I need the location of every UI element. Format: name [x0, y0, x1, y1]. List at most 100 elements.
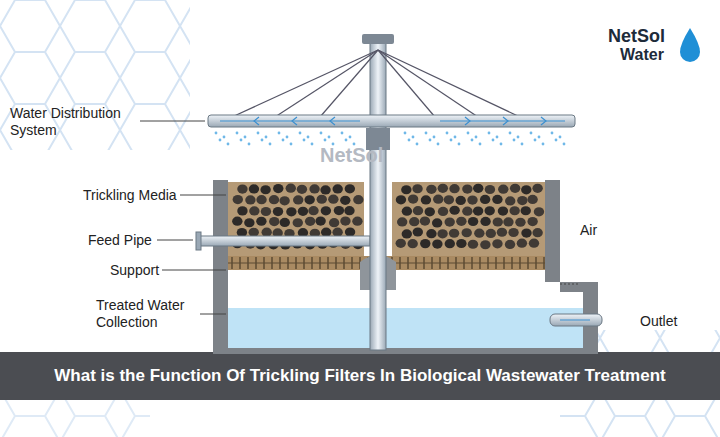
stone — [304, 195, 314, 204]
title-banner — [0, 352, 720, 400]
drop — [551, 132, 554, 135]
stone — [509, 206, 519, 215]
drop — [219, 139, 222, 142]
treated-water — [228, 308, 583, 348]
stone — [473, 184, 483, 193]
stone — [401, 185, 411, 194]
drop — [412, 136, 415, 139]
stone — [353, 195, 363, 204]
stone — [344, 206, 354, 215]
flow-head — [254, 117, 259, 125]
stone — [396, 195, 406, 204]
stone — [421, 195, 431, 204]
stone — [480, 195, 490, 204]
drop — [349, 136, 352, 139]
distribution-arm — [208, 115, 575, 127]
media-bed — [392, 182, 545, 256]
stone — [413, 227, 423, 236]
part-label: Support — [110, 262, 159, 279]
tank-floor — [213, 348, 598, 354]
spray — [215, 132, 566, 146]
stone — [261, 207, 271, 216]
air-marker — [560, 284, 578, 285]
drop — [437, 143, 440, 146]
drop — [450, 139, 453, 142]
stone — [433, 195, 443, 204]
stone — [298, 207, 308, 216]
stone — [256, 217, 266, 226]
stone — [432, 239, 442, 248]
drop — [282, 139, 285, 142]
stone — [467, 195, 477, 204]
stone — [345, 184, 355, 193]
stone — [237, 206, 247, 215]
stone — [517, 196, 527, 205]
drop — [261, 139, 264, 142]
tank-wall — [545, 180, 560, 282]
stone — [521, 228, 531, 237]
stone — [308, 206, 318, 215]
stone — [462, 207, 472, 216]
central-pipe — [370, 40, 386, 350]
drop — [479, 143, 482, 146]
drop — [257, 132, 260, 135]
drop — [429, 139, 432, 142]
stone — [329, 218, 339, 227]
stone — [527, 217, 537, 226]
stone — [334, 206, 344, 215]
pipe-cap — [362, 34, 394, 44]
stone — [456, 239, 466, 248]
drop — [324, 139, 327, 142]
watermark: NetSol — [320, 144, 383, 166]
stone — [534, 207, 544, 216]
stone — [340, 196, 350, 205]
stone — [445, 239, 455, 248]
drop — [299, 132, 302, 135]
stone — [444, 217, 454, 226]
stone — [315, 216, 325, 225]
stone — [521, 185, 531, 194]
stone — [413, 206, 423, 215]
stone — [345, 227, 355, 236]
stone — [273, 184, 283, 193]
stone — [515, 218, 525, 227]
drop — [559, 136, 562, 139]
stone — [468, 240, 478, 249]
stone — [245, 195, 255, 204]
stone — [286, 184, 296, 193]
drop — [488, 132, 491, 135]
drop — [320, 132, 323, 135]
drop — [290, 143, 293, 146]
stone — [474, 229, 484, 238]
stone — [480, 240, 490, 249]
stone — [269, 217, 279, 226]
stone — [432, 218, 442, 227]
stone — [497, 228, 507, 237]
part-label: Water Distribution System — [10, 105, 145, 139]
stone — [352, 217, 362, 226]
stone — [402, 207, 412, 216]
flow-line — [220, 120, 360, 121]
drop — [269, 143, 272, 146]
flow-head — [292, 117, 297, 125]
stone — [402, 229, 412, 238]
flow-arrows — [220, 117, 565, 125]
stone — [332, 228, 342, 237]
stone — [462, 228, 472, 237]
stone — [492, 195, 502, 204]
stone — [505, 196, 515, 205]
drop — [215, 132, 218, 135]
drop — [500, 143, 503, 146]
stone — [503, 217, 513, 226]
stone — [456, 196, 466, 205]
stone — [449, 206, 459, 215]
stone — [321, 228, 331, 237]
stone — [456, 217, 466, 226]
drop — [404, 132, 407, 135]
flow-arrow — [560, 320, 590, 321]
stone — [486, 229, 496, 238]
stone — [426, 185, 436, 194]
stone — [521, 206, 531, 215]
stone — [244, 218, 254, 227]
stone — [492, 239, 502, 248]
